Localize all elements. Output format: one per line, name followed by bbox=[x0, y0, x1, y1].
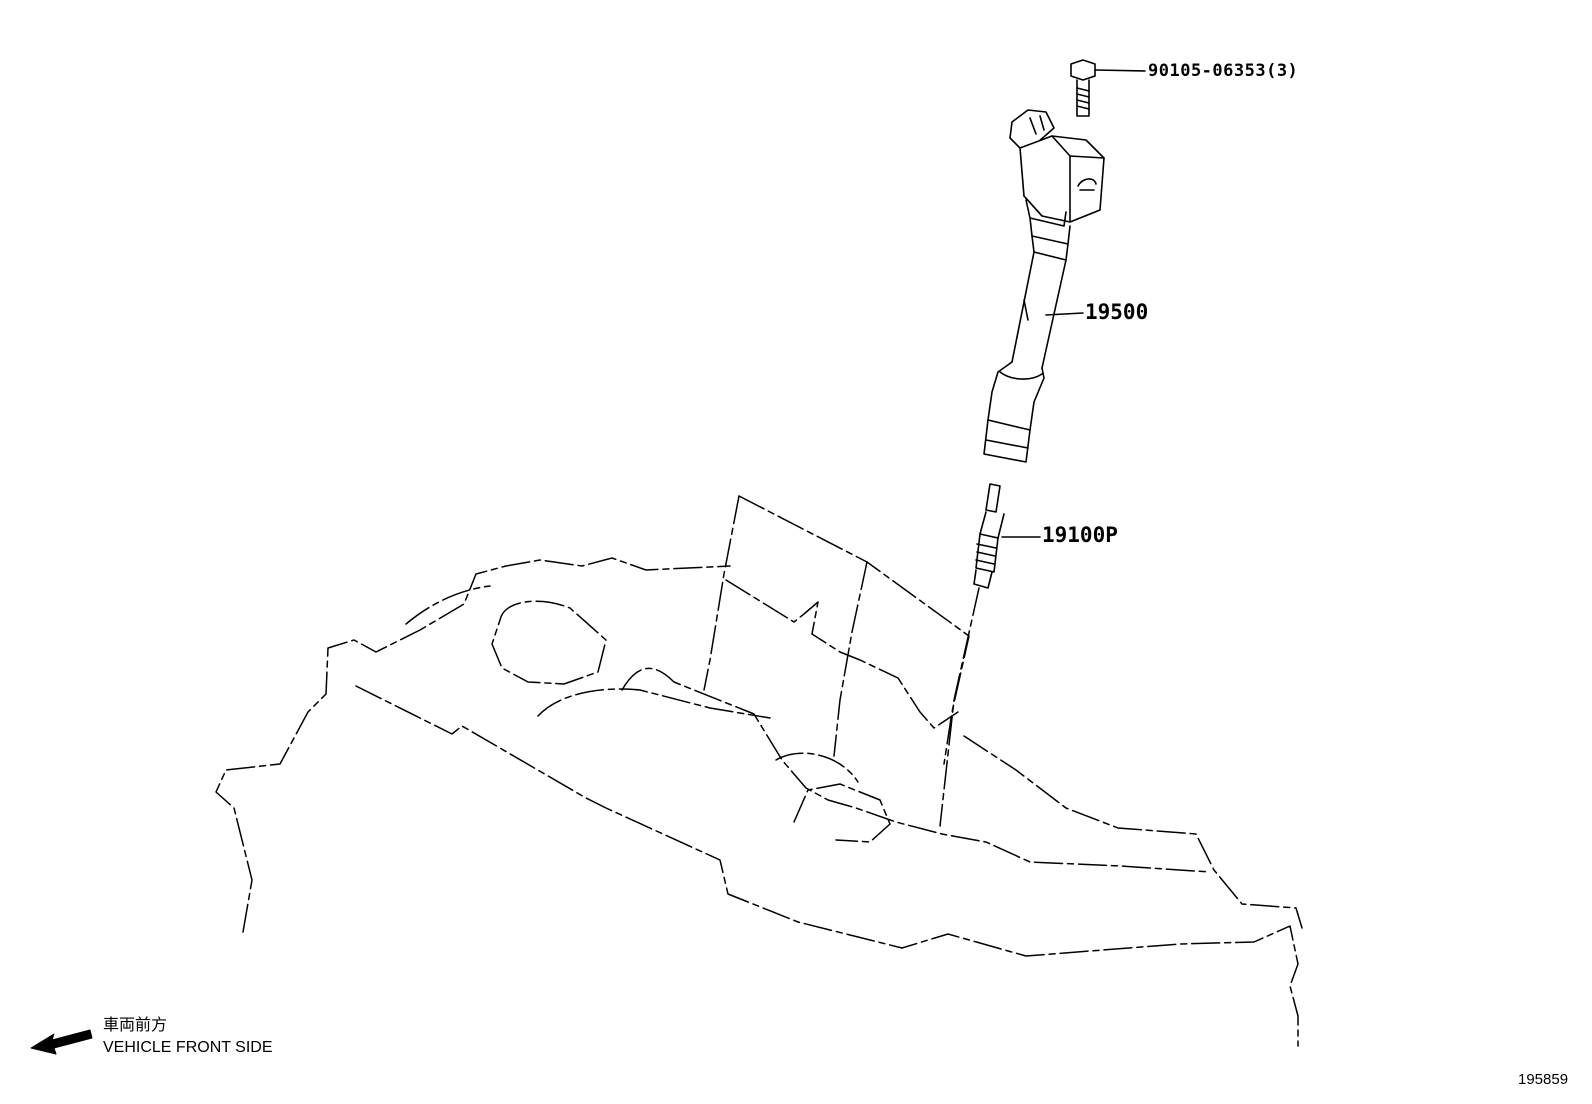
engine-outline bbox=[215, 495, 1303, 1047]
ignition-coil bbox=[983, 109, 1105, 463]
ignition-coil-part-number: 19500 bbox=[1085, 300, 1149, 324]
spark-plug-part-number: 19100P bbox=[1042, 523, 1118, 547]
vehicle-front-label-jp: 車両前方 bbox=[103, 1017, 168, 1034]
leader-lines bbox=[1001, 69, 1146, 538]
bolt bbox=[1070, 59, 1096, 117]
vehicle-front-arrow bbox=[30, 1029, 93, 1055]
spark-plug bbox=[973, 483, 1005, 589]
vehicle-front-label-en: VEHICLE FRONT SIDE bbox=[103, 1039, 273, 1056]
figure-id: 195859 bbox=[1518, 1071, 1569, 1088]
bolt-part-number: 90105-06353(3) bbox=[1148, 61, 1299, 81]
